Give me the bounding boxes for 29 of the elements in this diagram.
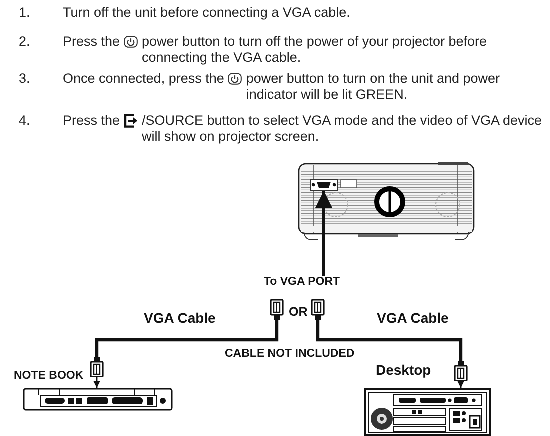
device-label: Desktop <box>376 362 432 379</box>
desktop-computer-drawing <box>364 388 491 436</box>
step-number: 3. <box>19 71 30 87</box>
step-number: 1. <box>19 5 30 21</box>
vga-port <box>310 179 338 191</box>
or-text: OR <box>289 305 308 320</box>
step-number: 4. <box>19 113 30 129</box>
projector-drawing <box>298 162 476 242</box>
instruction-text: Press the <box>63 34 120 50</box>
vga-plug <box>454 361 468 381</box>
port-label: To VGA PORT <box>264 276 340 290</box>
instruction-text: power button to turn off the power of your projector before connecting the VGA cable. <box>142 34 488 66</box>
instruction-text: power button to turn on the unit and power indicator will be lit GREEN. <box>246 71 502 103</box>
note-text: CABLE NOT INCLUDED <box>225 348 355 362</box>
arrow <box>316 191 332 276</box>
device-label: NOTE BOOK <box>14 370 84 384</box>
step-number: 2. <box>19 34 30 50</box>
instruction-text: Press the <box>63 113 120 129</box>
vga-plug <box>311 299 325 320</box>
vga-cable <box>316 320 463 361</box>
vga-plug <box>270 299 284 320</box>
vga-cable <box>95 320 279 357</box>
instruction-text: /SOURCE button to select VGA mode and the video of VGA device will show on projector screen. <box>142 113 544 145</box>
arrow <box>94 377 100 388</box>
notebook-drawing <box>23 388 173 411</box>
instruction-text: Turn off the unit before connecting a VGA cable. <box>63 5 350 21</box>
instruction-text: Once connected, press the <box>63 71 224 87</box>
vga-plug <box>90 357 104 377</box>
arrow <box>458 381 464 388</box>
